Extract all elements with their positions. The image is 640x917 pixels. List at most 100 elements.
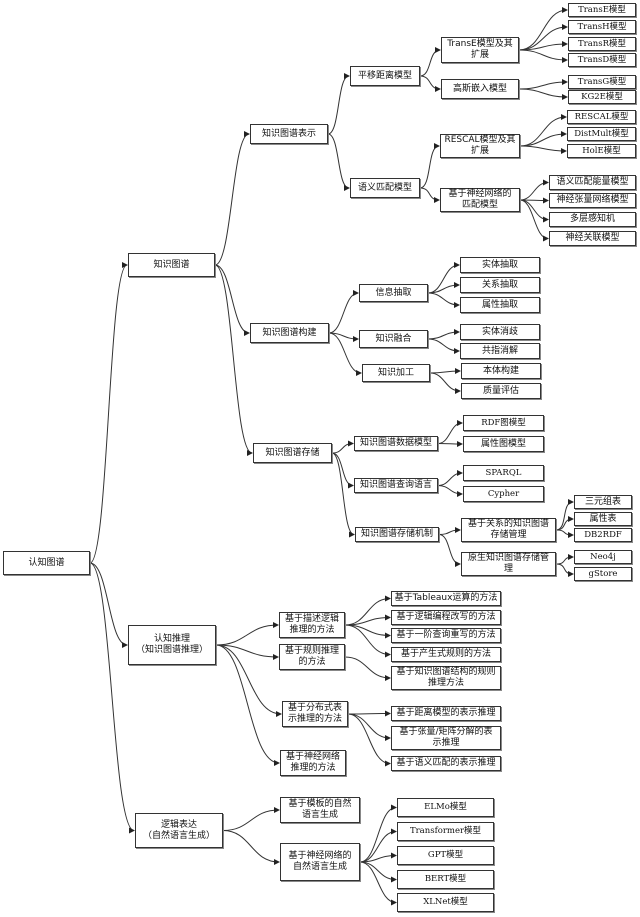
connector-dist_repr-to-dist_model	[347, 710, 391, 717]
node-kg-representation: 知识图谱表示	[250, 124, 328, 144]
connector-query_lang-to-cypher	[437, 485, 463, 497]
leaf-hole: HolE模型	[567, 144, 636, 158]
leaf-elmo: ELMo模型	[397, 798, 494, 817]
connector-kg_build-to-info_ext	[328, 290, 359, 334]
connector-rescal_ext-to-distmult	[519, 131, 567, 147]
node-rule-reasoning: 基于规则推理 的方法	[279, 644, 345, 670]
leaf-sparql: SPARQL	[463, 465, 544, 481]
leaf-cypher: Cypher	[463, 486, 544, 502]
connector-query_lang-to-sparql	[437, 470, 463, 486]
connector-reasoning-to-rule_reason	[215, 644, 279, 660]
connector-nn_match-to-mlp	[519, 199, 549, 223]
node-template-nlg: 基于模板的自然 语言生成	[280, 797, 360, 823]
connector-nn_nlg-to-xlnet	[359, 861, 397, 906]
leaf-rdf-model: RDF图模型	[463, 415, 544, 431]
connector-sem_match-to-rescal_ext	[419, 143, 440, 189]
leaf-neo4j: Neo4j	[574, 550, 632, 564]
node-translation-distance: 平移距离模型	[350, 66, 420, 86]
leaf-gstore: gStore	[574, 567, 632, 581]
connector-gauss-to-kg2e	[518, 88, 568, 100]
leaf-kg-structure-rules: 基于知识图谱结构的规则 推理方法	[391, 666, 501, 690]
leaf-entity-extraction: 实体抽取	[460, 257, 540, 273]
connector-nn_match-to-nam	[519, 199, 549, 242]
leaf-transd: TransD模型	[568, 53, 636, 67]
connector-native_store-to-neo4j	[555, 554, 574, 565]
node-gaussian-embedding: 高斯嵌入模型	[441, 79, 519, 99]
leaf-sme: 语义匹配能量模型	[549, 175, 636, 190]
connector-rel_store-to-triple_table	[555, 499, 574, 531]
node-distributed-repr: 基于分布式表 示推理的方法	[282, 701, 348, 727]
node-kg-storage: 知识图谱存储	[253, 443, 332, 463]
node-logic-expression: 逻辑表达 （自然语言生成）	[135, 813, 223, 848]
leaf-fol-query: 基于一阶查询重写的方法	[391, 628, 501, 643]
connector-processing-to-ontology	[429, 368, 461, 375]
connector-kg_repr-to-sem_match	[327, 133, 350, 191]
node-data-model: 知识图谱数据模型	[354, 436, 438, 451]
connector-nn_nlg-to-elmo	[359, 804, 397, 863]
connector-reasoning-to-nn_reason	[215, 644, 280, 766]
connector-rescal_ext-to-rescal	[519, 114, 567, 147]
leaf-semantic-match-reasoning: 基于语义匹配的表示推理	[391, 756, 501, 771]
node-storage-mechanism: 知识图谱存储机制	[355, 527, 439, 542]
connector-root-to-kg	[89, 262, 128, 564]
node-root: 认知图谱	[3, 551, 90, 575]
connector-root-to-nlg	[89, 562, 135, 834]
connector-fusion-to-coref	[427, 338, 460, 354]
leaf-transh: TransH模型	[568, 20, 636, 34]
connector-rel_store-to-db2rdf	[555, 529, 574, 538]
node-cognitive-reasoning: 认知推理 （知识图谱推理）	[128, 625, 216, 665]
connector-dist_repr-to-sem_match_reason	[347, 713, 391, 767]
leaf-logic-programming: 基于逻辑编程改写的方法	[391, 610, 501, 625]
leaf-tensor-factorization: 基于张量/矩阵分解的表 示推理	[391, 726, 501, 750]
node-info-extraction: 信息抽取	[359, 284, 428, 302]
connector-kg_build-to-processing	[328, 332, 362, 376]
node-rescal-ext: RESCAL模型及其 扩展	[440, 134, 520, 158]
connector-kg-to-kg_repr	[214, 131, 250, 266]
leaf-gpt: GPT模型	[397, 846, 494, 865]
connector-kg_repr-to-trans_dist	[327, 73, 350, 135]
connector-store_mech-to-native_store	[438, 534, 461, 567]
leaf-rescal: RESCAL模型	[567, 110, 636, 124]
leaf-kg2e: KG2E模型	[568, 90, 636, 104]
connector-reasoning-to-dl_reason	[215, 622, 279, 646]
node-description-logic: 基于描述逻辑 推理的方法	[279, 612, 345, 638]
leaf-transr: TransR模型	[568, 37, 636, 51]
leaf-bert: BERT模型	[397, 870, 494, 889]
node-knowledge-graph: 知识图谱	[128, 253, 215, 277]
node-nn-nlg: 基于神经网络的 自然语言生成	[280, 843, 360, 881]
leaf-tableaux: 基于Tableaux运算的方法	[391, 591, 501, 606]
connector-data_model-to-rdf_model	[437, 420, 463, 444]
connector-fusion-to-entity_disamb	[427, 329, 460, 340]
node-transe-ext: TransE模型及其 扩展	[441, 37, 519, 63]
connector-nlg-to-template_nlg	[222, 807, 280, 831]
leaf-ntn: 神经张量网络模型	[549, 193, 636, 208]
connector-nn_nlg-to-transformer	[359, 828, 397, 863]
leaf-distance-model: 基于距离模型的表示推理	[391, 706, 501, 721]
connector-processing-to-quality	[429, 372, 461, 394]
leaf-attribute-extraction: 属性抽取	[460, 297, 540, 313]
connector-kg_store-to-query_lang	[331, 452, 354, 489]
connector-dl_reason-to-tableaux	[344, 595, 391, 626]
node-nn-reasoning: 基于神经网络 推理的方法	[280, 750, 346, 776]
node-query-language: 知识图谱查询语言	[354, 478, 438, 493]
connector-nlg-to-nn_nlg	[222, 830, 280, 865]
leaf-quality: 质量评估	[461, 383, 541, 399]
leaf-mlp: 多层感知机	[549, 212, 636, 227]
node-nn-matching: 基于神经网络的 匹配模型	[440, 188, 520, 212]
connector-nn_nlg-to-gpt	[359, 852, 397, 863]
connector-nn_nlg-to-bert	[359, 861, 397, 883]
node-native-storage: 原生知识图谱存储管 理	[461, 552, 556, 576]
connector-kg-to-kg_build	[214, 264, 250, 336]
leaf-nam: 神经关联模型	[549, 231, 636, 246]
leaf-relation-extraction: 关系抽取	[460, 277, 540, 293]
connector-rescal_ext-to-hole	[519, 145, 567, 154]
node-knowledge-processing: 知识加工	[362, 364, 430, 382]
node-knowledge-fusion: 知识融合	[359, 330, 428, 348]
connector-reasoning-to-dist_repr	[215, 644, 282, 717]
leaf-transformer: Transformer模型	[397, 822, 494, 841]
leaf-ontology: 本体构建	[461, 363, 541, 379]
connector-rel_store-to-prop_table	[555, 516, 574, 531]
connector-rule_reason-to-kg_struct_rule	[344, 656, 391, 681]
connector-data_model-to-prop_model	[437, 440, 463, 447]
